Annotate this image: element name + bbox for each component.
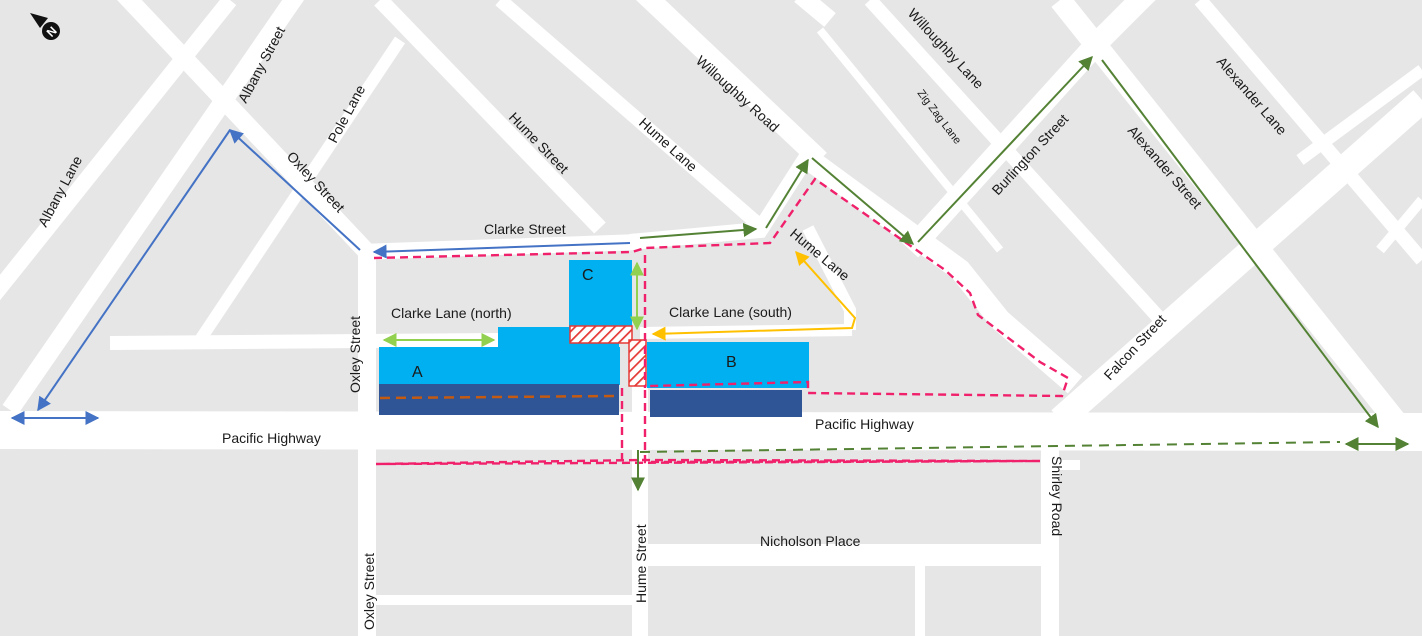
label-hume-street-lower: Hume Street xyxy=(633,524,649,603)
compass-circle-icon xyxy=(42,22,60,40)
site-footprints xyxy=(379,260,809,417)
hatched-area-clarke-lane xyxy=(569,325,633,344)
hatched-area-connector xyxy=(628,339,647,387)
site-labels: A B C xyxy=(412,267,737,381)
label-clarke-lane-south: Clarke Lane (south) xyxy=(669,304,792,320)
label-clarke-street: Clarke Street xyxy=(484,221,566,237)
label-oxley-street-lower: Oxley Street xyxy=(361,553,377,630)
route-blue xyxy=(10,129,631,425)
site-b-underground xyxy=(650,390,802,417)
study-area-boundary xyxy=(373,177,1070,466)
north-arrow: N xyxy=(30,13,60,40)
route-light-green xyxy=(382,261,644,347)
site-a-underground xyxy=(379,384,619,415)
route-orange xyxy=(651,250,857,341)
route-green xyxy=(631,55,1410,492)
label-pacific-highway-east: Pacific Highway xyxy=(815,416,914,432)
label-nicholson-place: Nicholson Place xyxy=(760,533,861,549)
site-b-footprint xyxy=(647,342,809,388)
label-shirley-road: Shirley Road xyxy=(1049,456,1065,536)
label-oxley-street-mid: Oxley Street xyxy=(347,316,363,393)
tunnel-line xyxy=(379,394,619,400)
label-clarke-lane-north: Clarke Lane (north) xyxy=(391,305,512,321)
site-b-label: B xyxy=(726,354,737,371)
site-c-footprint xyxy=(569,260,632,328)
label-pacific-highway-west: Pacific Highway xyxy=(222,430,321,446)
compass-arrow-icon xyxy=(30,13,48,28)
site-a-footprint xyxy=(379,347,620,385)
site-a-label: A xyxy=(412,364,423,381)
site-c-label: C xyxy=(582,267,594,284)
